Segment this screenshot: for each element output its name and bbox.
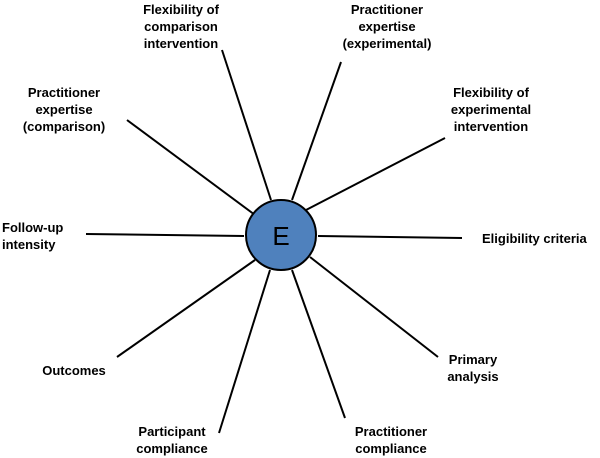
spoke-line-primary-analysis [309,256,439,358]
spoke-line-flexibility-comparison [221,49,272,201]
spoke-label-participant-compliance: Participant compliance [136,424,208,456]
spoke-line-eligibility-criteria [317,235,463,239]
center-hub-label: E [272,221,289,251]
spoke-line-outcomes [116,259,256,358]
spoke-label-primary-analysis: Primary analysis [447,352,498,384]
spoke-label-practitioner-expertise-experimental: Practitioner expertise (experimental) [343,2,432,51]
spoke-label-line: intervention [144,36,218,51]
spoke-label-practitioner-expertise-comparison: Practitioner expertise (comparison) [23,85,105,134]
spoke-label-line: analysis [447,369,498,384]
spoke-label-line: Primary [449,352,498,367]
spoke-label-flexibility-experimental: Flexibility of experimental intervention [451,85,531,134]
spoke-label-line: Participant [138,424,206,439]
spoke-line-practitioner-expertise-comparison [126,119,256,216]
spoke-label-line: comparison [144,19,218,34]
spoke-label-outcomes: Outcomes [42,363,106,378]
spoke-label-line: Eligibility criteria [482,231,588,246]
center-hub-circle [245,199,317,271]
spoke-label-practitioner-compliance: Practitioner compliance [355,424,427,456]
spoke-line-practitioner-expertise-experimental [291,61,342,201]
spoke-label-line: Practitioner [351,2,423,17]
spoke-label-eligibility-criteria: Eligibility criteria [482,231,588,246]
spoke-label-line: Flexibility of [453,85,530,100]
spoke-line-participant-compliance [218,269,271,434]
spoke-line-flexibility-experimental [305,137,446,211]
spoke-label-follow-up-intensity: Follow-up intensity [2,220,63,252]
spoke-label-line: Practitioner [28,85,100,100]
spoke-label-line: expertise [358,19,415,34]
spoke-label-line: Practitioner [355,424,427,439]
spoke-label-flexibility-comparison: Flexibility of comparison intervention [143,2,220,51]
spoke-label-line: compliance [355,441,427,456]
spoke-label-line: compliance [136,441,208,456]
spoke-label-line: intervention [454,119,528,134]
spoke-line-practitioner-compliance [291,269,346,419]
spoke-label-line: experimental [451,102,531,117]
spoke-line-follow-up-intensity [85,233,245,237]
spoke-label-line: expertise [35,102,92,117]
spoke-label-line: intensity [2,237,56,252]
spoke-label-line: Outcomes [42,363,106,378]
spokes-layer [85,49,463,434]
spoke-label-line: Follow-up [2,220,63,235]
spoke-label-line: Flexibility of [143,2,220,17]
spoke-label-line: (experimental) [343,36,432,51]
spoke-label-line: (comparison) [23,119,105,134]
